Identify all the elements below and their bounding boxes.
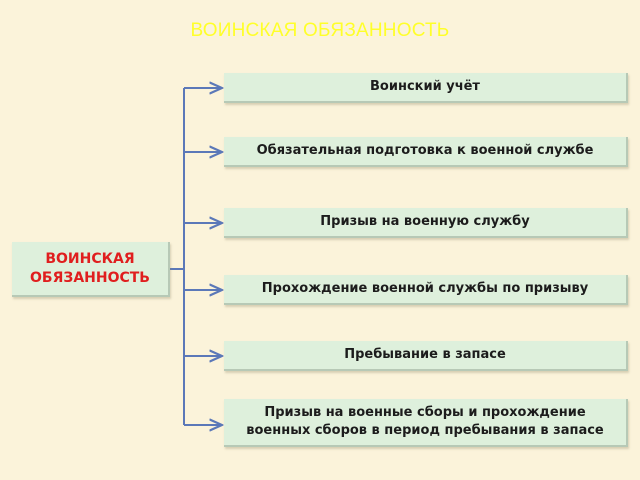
- root-line-2: ОБЯЗАННОСТЬ: [30, 269, 150, 286]
- node-reserve: Пребывание в запасе: [224, 341, 628, 371]
- node-mandatory-training: Обязательная подготовка к военной службе: [224, 137, 628, 167]
- node-military-training-camps: Призыв на военные сборы и прохождение во…: [224, 399, 628, 447]
- node-label: Прохождение военной службы по призыву: [261, 281, 589, 296]
- node-conscription: Призыв на военную службу: [224, 208, 628, 238]
- node-military-registration: Воинский учёт: [224, 73, 628, 103]
- root-node: ВОИНСКАЯ ОБЯЗАННОСТЬ: [12, 242, 170, 297]
- node-service-by-conscription: Прохождение военной службы по призыву: [224, 275, 628, 305]
- node-label: Пребывание в запасе: [344, 347, 506, 362]
- root-line-1: ВОИНСКАЯ: [45, 250, 135, 267]
- node-label-line-1: Призыв на военные сборы и прохождение: [264, 405, 586, 420]
- page-title: ВОИНСКАЯ ОБЯЗАННОСТЬ: [190, 20, 450, 41]
- node-label: Призыв на военную службу: [320, 214, 530, 229]
- node-label: Воинский учёт: [370, 79, 480, 94]
- node-label-line-2: военных сборов в период пребывания в зап…: [246, 423, 604, 438]
- node-label: Обязательная подготовка к военной службе: [256, 143, 594, 158]
